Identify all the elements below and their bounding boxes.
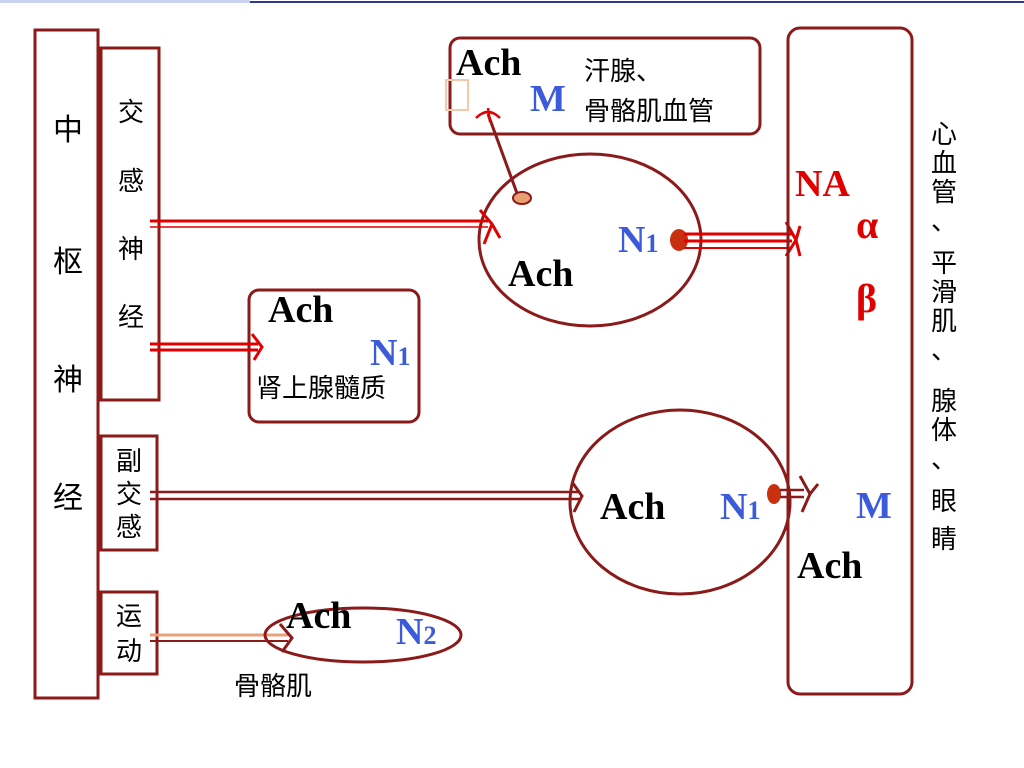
effector-label-char-4: 、 [931, 207, 957, 237]
symp-ganglion-receptor-sub: 1 [645, 229, 658, 258]
sympathetic-char-2: 感 [118, 167, 144, 197]
symp-ganglion-cell-body [670, 229, 688, 251]
para-ganglion-receptor-sub: 1 [747, 496, 760, 525]
parasympathetic-box: 副 交 感 [99, 434, 159, 552]
parasympathetic-char-3: 感 [116, 513, 142, 543]
motor-box: 运 动 [99, 590, 159, 676]
cns-char-3: 神 [53, 363, 83, 398]
symp-ganglion-receptor: N1 [618, 219, 658, 261]
sympathetic-box: 交 感 神 经 [99, 46, 161, 402]
top-left-accent [0, 0, 250, 3]
sweat-transmitter-label: Ach [456, 42, 521, 84]
parasympathetic-preganglionic-fiber [150, 481, 584, 513]
effector-label-char-9: 腺 [931, 387, 957, 417]
parasympathetic-char-2: 交 [116, 480, 142, 510]
effector-label-char-13: 睛 [931, 525, 957, 555]
adrenal-target-label: 肾上腺髓质 [256, 374, 386, 404]
adrenal-receptor-sub: 1 [397, 342, 410, 371]
effector-label-char-5: 平 [931, 249, 957, 279]
sweat-synapse-dot [512, 191, 532, 205]
motor-fiber [150, 623, 294, 653]
sweat-receptor-label: M [530, 78, 566, 120]
para-ganglion-receptor: N1 [720, 486, 760, 528]
effector-label-char-10: 体 [931, 416, 957, 446]
symp-ganglion-transmitter: Ach [508, 253, 573, 295]
sympathetic-ganglion: Ach N1 [477, 152, 703, 328]
adrenal-receptor: N1 [370, 332, 410, 374]
effector-para-receptor: M [856, 485, 892, 527]
effector-label-char-1: 心 [931, 120, 957, 150]
cns-char-4: 经 [53, 481, 83, 516]
effector-para-transmitter: Ach [797, 545, 862, 587]
effector-label-char-6: 滑 [931, 278, 957, 308]
effector-label-char-3: 管 [931, 178, 957, 208]
sweat-faded-mark [445, 79, 469, 111]
motor-char-1: 运 [116, 602, 142, 632]
sweat-target-line2: 骨骼肌血管 [584, 97, 714, 127]
para-ganglion-transmitter: Ach [600, 486, 665, 528]
sweat-gland-box: Ach M 汗腺、 骨骼肌血管 [445, 36, 762, 205]
sympathetic-char-1: 交 [118, 98, 144, 128]
sympathetic-preganglionic-fiber [150, 209, 502, 245]
sweat-nerve-terminal [475, 107, 501, 123]
effector-label-char-11: 、 [931, 445, 957, 475]
motor-target-label: 骨骼肌 [234, 672, 312, 702]
parasympathetic-char-1: 副 [116, 447, 142, 477]
sympathetic-char-3: 神 [118, 235, 144, 265]
effector-box: NA α β M Ach [786, 26, 914, 696]
parasympathetic-postganglionic-fiber [780, 475, 820, 513]
motor-endplate: Ach N2 骨骼肌 [234, 595, 463, 702]
sweat-postganglionic-fiber [486, 113, 520, 197]
para-ganglion-cell-body [767, 484, 781, 504]
effector-label-char-2: 血 [931, 149, 957, 179]
adrenal-medulla-box: Ach N1 肾上腺髓质 [247, 288, 421, 424]
alpha-receptor-label: α [856, 202, 878, 247]
sympathetic-char-4: 经 [118, 303, 144, 333]
effector-label-char-12: 眼 [931, 487, 957, 517]
parasympathetic-ganglion: Ach N1 [568, 408, 792, 596]
motor-receptor-sub: 2 [423, 621, 436, 650]
adrenal-transmitter: Ach [268, 289, 333, 331]
cns-char-2: 枢 [53, 245, 83, 280]
adrenal-fiber [150, 333, 264, 361]
effector-target-label: 心 血 管 、 平 滑 肌 、 腺 体 、 眼 睛 [931, 120, 957, 555]
cns-char-1: 中 [53, 113, 83, 148]
effector-label-char-8: 、 [931, 336, 957, 366]
beta-receptor-label: β [856, 276, 877, 321]
motor-transmitter: Ach [286, 595, 351, 637]
effector-label-char-7: 肌 [931, 307, 957, 337]
sweat-target-line1: 汗腺、 [584, 57, 662, 87]
adrenal-receptor-letter: N [370, 332, 397, 374]
effector-symp-transmitter: NA [795, 163, 850, 205]
motor-receptor-letter: N [396, 611, 423, 653]
para-ganglion-receptor-letter: N [720, 486, 747, 528]
symp-ganglion-receptor-letter: N [618, 219, 645, 261]
motor-receptor: N2 [396, 611, 436, 653]
motor-char-2: 动 [116, 637, 142, 667]
cns-column: 中 枢 神 经 [33, 28, 100, 700]
